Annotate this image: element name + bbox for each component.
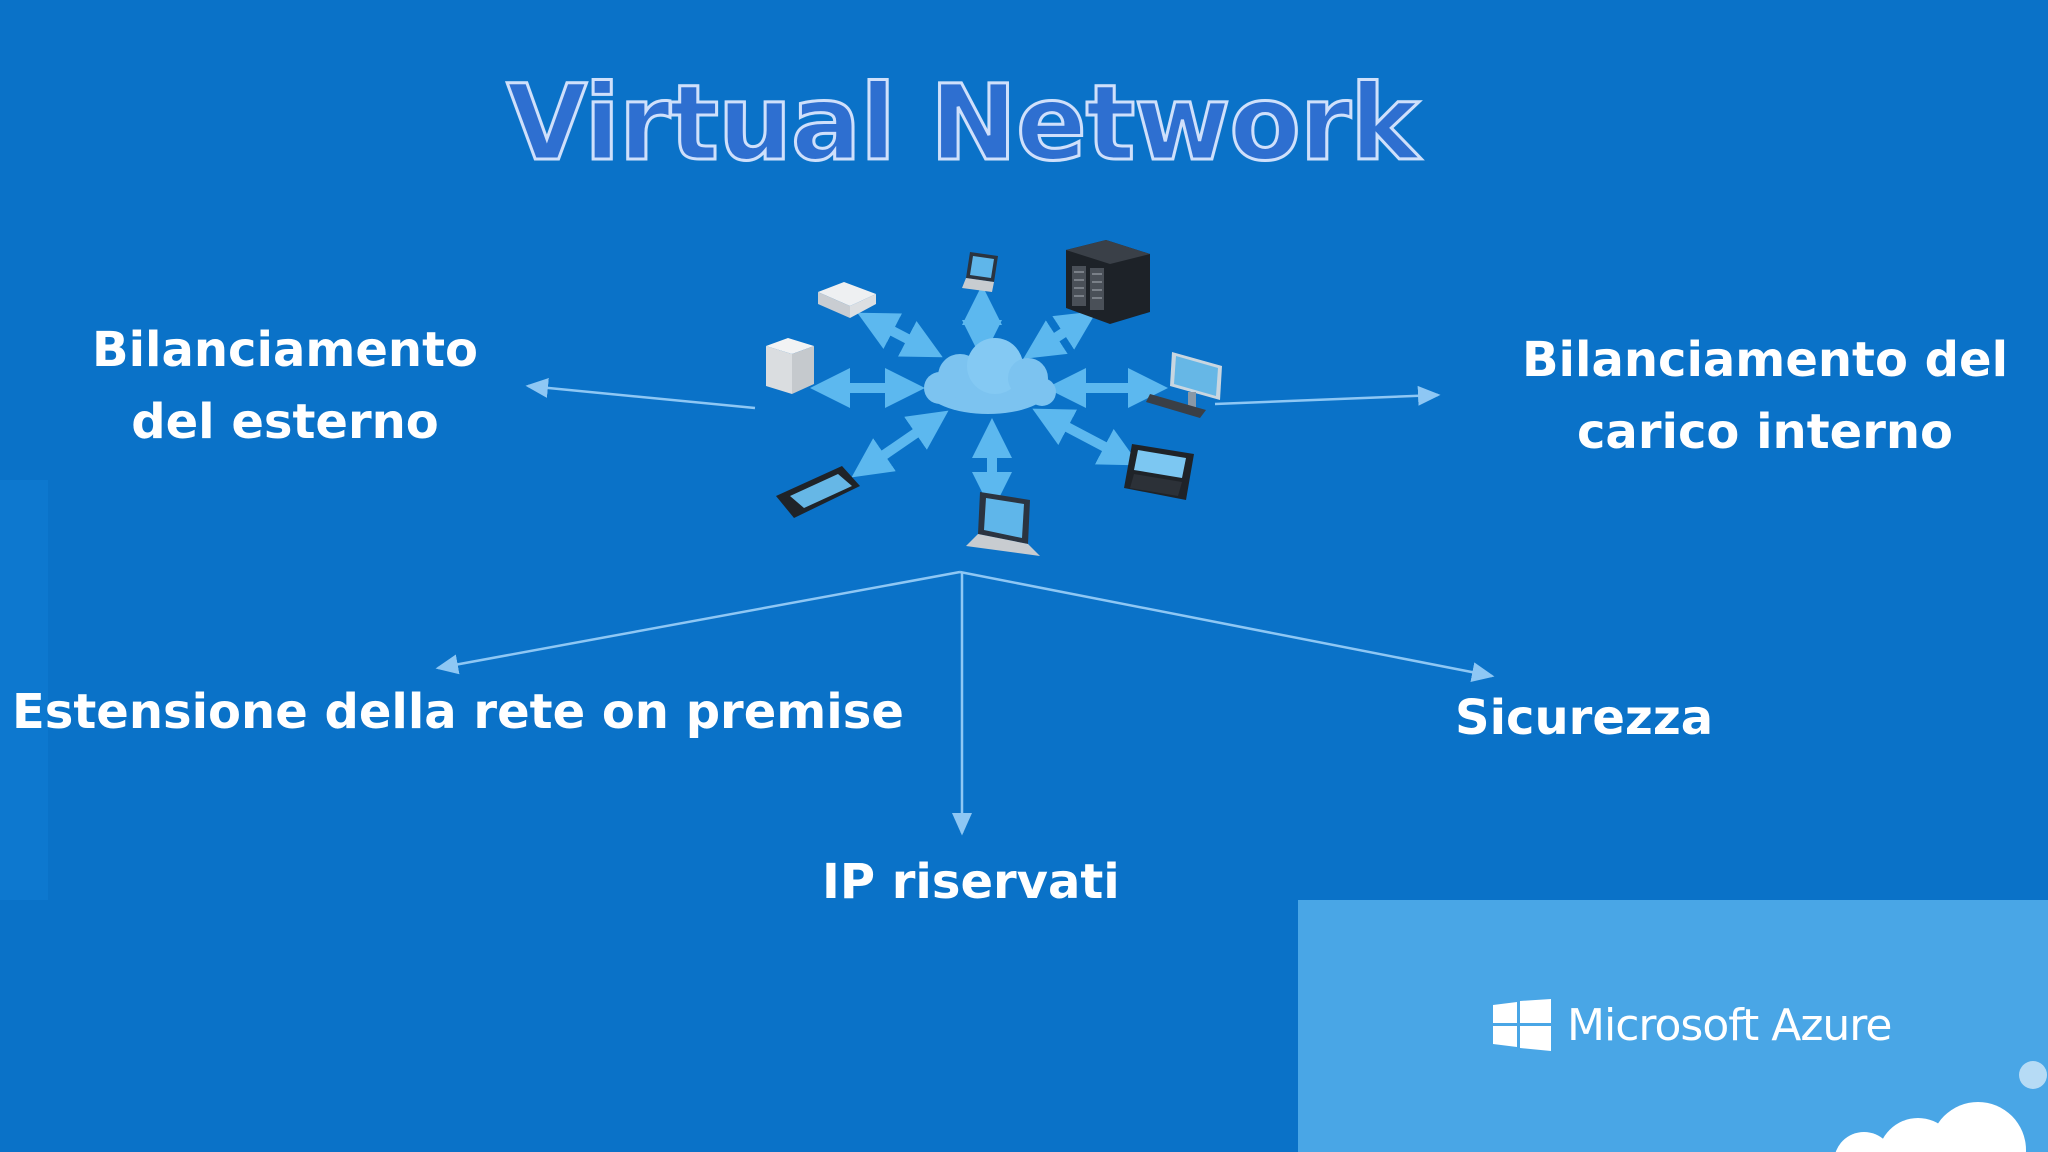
- slide-title: Virtual Network: [505, 61, 1421, 186]
- phone-icon: [1124, 444, 1194, 500]
- label-security: Sicurezza: [1455, 690, 1714, 746]
- windows-logo-icon: [1493, 999, 1551, 1051]
- label-onprem-extension: Estensione della rete on premise: [12, 684, 904, 740]
- arrow-southeast: [1032, 408, 1140, 466]
- desktop-icon: [766, 338, 814, 394]
- arrow-northwest: [857, 312, 943, 358]
- laptop-icon: [966, 492, 1040, 556]
- connector-internal: [1214, 385, 1441, 406]
- label-internal-balancing: Bilanciamento del carico interno: [1521, 332, 2009, 460]
- label-external-balancing: Bilanciamento del esterno: [91, 322, 478, 450]
- connector-security: [959, 570, 1495, 682]
- phone-icon: [776, 466, 860, 518]
- cloud-decoration: [1835, 1061, 2047, 1152]
- server-rack-icon: [1066, 240, 1150, 324]
- label-reserved-ip: IP riservati: [822, 854, 1120, 910]
- azure-logo: Microsoft Azure: [1493, 995, 1892, 1055]
- connector-onprem: [435, 570, 961, 675]
- azure-brand-text: Microsoft Azure: [1567, 999, 1892, 1051]
- cloud-icon: [924, 338, 1056, 414]
- connector-external: [525, 377, 756, 410]
- connector-lines: [435, 377, 1495, 836]
- hub-arrows: [810, 285, 1168, 512]
- laptop-icon: [962, 252, 998, 292]
- router-icon: [818, 282, 876, 318]
- arrow-southwest: [851, 410, 949, 478]
- monitor-icon: [1146, 352, 1222, 418]
- arrow-northeast: [1023, 311, 1097, 359]
- background-panel: [0, 480, 48, 900]
- azure-brand-panel: [1298, 900, 2048, 1152]
